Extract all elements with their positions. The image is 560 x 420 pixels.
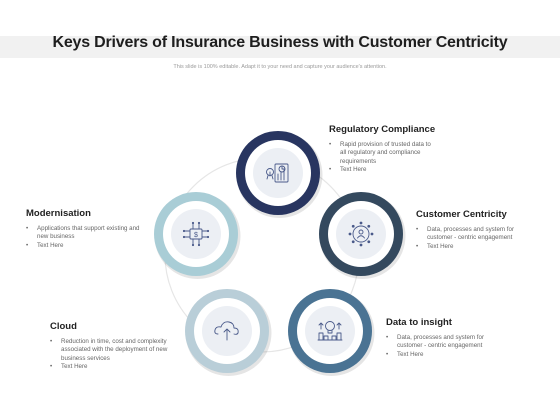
customer-node xyxy=(319,192,406,279)
customer-centricity-block: Customer Centricity Data, processes and … xyxy=(416,209,532,252)
page-title: Keys Drivers of Insurance Business with … xyxy=(52,34,508,51)
idea-growth-icon xyxy=(317,321,343,341)
insight-icon-disc xyxy=(305,306,355,356)
modernisation-bullets: Applications that support existing and n… xyxy=(26,225,148,251)
customer-centricity-bullets: Data, processes and system for customer … xyxy=(416,226,532,252)
cloud-block: Cloud Reduction in time, cost and comple… xyxy=(50,321,185,372)
bullet-item: Text Here xyxy=(50,363,185,372)
modernisation-heading: Modernisation xyxy=(26,208,91,219)
data-to-insight-bullets: Data, processes and system for customer … xyxy=(386,334,502,360)
data-to-insight-block: Data to insight Data, processes and syst… xyxy=(386,317,502,360)
customer-centricity-heading: Customer Centricity xyxy=(416,209,507,220)
title-band xyxy=(0,36,560,58)
bullet-item: Text Here xyxy=(329,166,434,175)
svg-text:$: $ xyxy=(194,232,198,239)
cloud-upload-icon xyxy=(214,321,239,341)
circuit-money-icon: $ xyxy=(182,221,210,247)
bullet-item: Text Here xyxy=(416,243,532,252)
regulatory-compliance-block: Regulatory Compliance Rapid provision of… xyxy=(329,124,436,175)
regulatory-compliance-bullets: Rapid provision of trusted data to all r… xyxy=(329,141,434,175)
modernisation-icon-disc xyxy=(171,209,221,259)
bullet-item: Text Here xyxy=(386,351,502,360)
regulatory-compliance-heading: Regulatory Compliance xyxy=(329,124,436,135)
cloud-bullets: Reduction in time, cost and complexity a… xyxy=(50,338,185,372)
bullet-item: Reduction in time, cost and complexity a… xyxy=(50,338,185,363)
bullet-item: Applications that support existing and n… xyxy=(26,225,148,242)
data-to-insight-heading: Data to insight xyxy=(386,317,452,328)
analytics-report-icon xyxy=(266,163,289,183)
customer-network-icon xyxy=(348,221,374,247)
cloud-heading: Cloud xyxy=(50,321,77,332)
page-subtitle: This slide is 100% editable. Adapt it to… xyxy=(173,64,387,70)
bullet-item: Text Here xyxy=(26,242,148,251)
modernisation-node: $ xyxy=(154,192,241,279)
modernisation-block: Modernisation Applications that support … xyxy=(26,208,148,251)
regulatory-node xyxy=(236,131,323,218)
bullet-item: Data, processes and system for customer … xyxy=(386,334,502,351)
insight-node xyxy=(288,289,375,376)
bullet-item: Rapid provision of trusted data to all r… xyxy=(329,141,434,166)
regulatory-icon-disc xyxy=(253,148,303,198)
bullet-item: Data, processes and system for customer … xyxy=(416,226,532,243)
cloud-node xyxy=(185,289,272,376)
